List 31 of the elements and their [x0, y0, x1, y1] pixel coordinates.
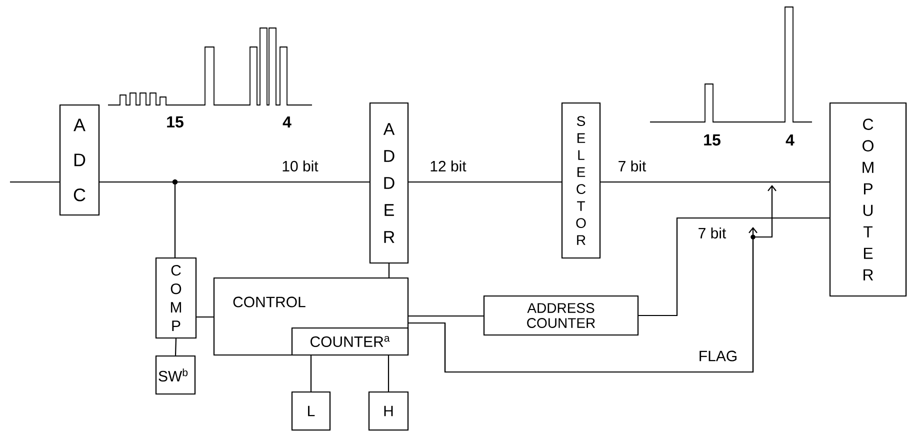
- block: SW$^{b}$: [155, 355, 196, 395]
- peak-label: 15: [167, 116, 184, 128]
- block: COUNTER$^{a}$: [291, 327, 409, 356]
- connector-line: [388, 264, 390, 278]
- edge-label: 7 bit: [698, 228, 726, 238]
- connector-line: [638, 217, 830, 316]
- connector-line: [196, 316, 214, 318]
- connector-line: [600, 181, 830, 183]
- connector-line: [100, 181, 176, 258]
- block: ADDRESS COUNTER: [483, 295, 639, 336]
- block: H: [368, 391, 409, 431]
- block: L: [291, 391, 331, 431]
- vertical-block: ADDER: [369, 102, 409, 264]
- edge-label: 10 bit: [282, 160, 318, 172]
- connector-line: [10, 181, 60, 183]
- connector-line: [408, 315, 484, 317]
- vertical-block: COMP: [155, 257, 197, 339]
- edge-label: 7 bit: [618, 160, 646, 172]
- edge-label: 12 bit: [430, 160, 466, 172]
- connector-line: [388, 356, 390, 392]
- vertical-block: COMPUTER: [829, 102, 907, 297]
- vertical-block: SELECTOR: [561, 102, 601, 259]
- peak-label: 4: [786, 134, 794, 146]
- connector-line: [310, 356, 312, 392]
- peak-label: 4: [282, 116, 292, 128]
- edge-label: FLAG: [700, 350, 736, 362]
- peak-label: 15: [704, 134, 720, 146]
- connector-line: [174, 338, 177, 356]
- vertical-block: ADC: [59, 104, 100, 216]
- connector-line: [408, 181, 562, 183]
- connector-line: [408, 185, 776, 373]
